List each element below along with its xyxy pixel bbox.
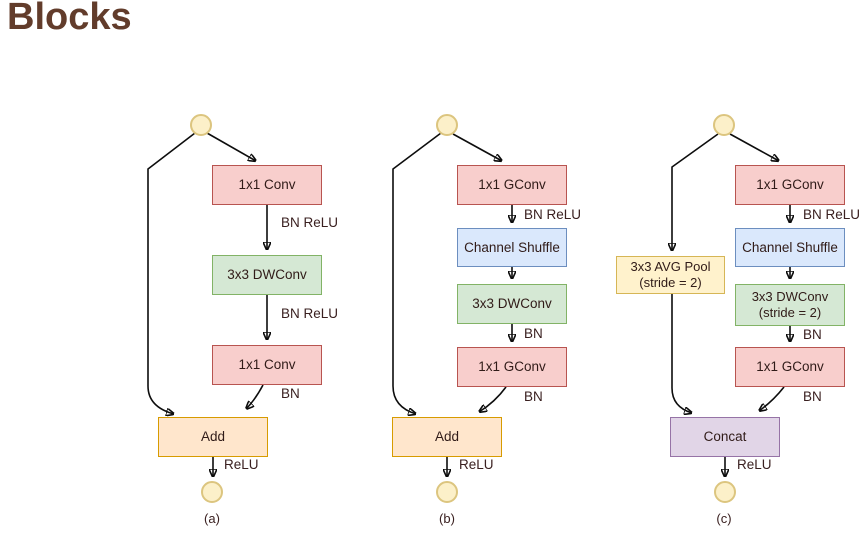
edge-c-gconv2-to-concat: [759, 386, 785, 411]
gconv1x1-box-b2: 1x1 GConv: [457, 347, 567, 387]
caption-a: (a): [204, 511, 220, 526]
gconv1x1-box-b1: 1x1 GConv: [457, 165, 567, 205]
bn-label-b2: BN: [524, 389, 543, 404]
input-node-a: [190, 114, 212, 136]
caption-c: (c): [716, 511, 732, 526]
conv1x1-box-a2: 1x1 Conv: [212, 345, 322, 385]
bn-relu-label-a2: BN ReLU: [281, 306, 339, 321]
conv1x1-box-a1: 1x1 Conv: [212, 165, 322, 205]
caption-b: (b): [439, 511, 455, 526]
edge-b-gconv2-to-add: [479, 386, 507, 412]
input-node-b: [436, 114, 458, 136]
bn-relu-label-a1: BN ReLU: [281, 215, 339, 230]
bn-label-b1: BN: [524, 326, 543, 341]
bn-relu-label-b: BN ReLU: [524, 207, 582, 222]
edge-a-conv2-to-add: [246, 384, 264, 409]
bn-label-c2: BN: [803, 389, 822, 404]
dwconv-box-c: 3x3 DWConv (stride = 2): [735, 284, 845, 326]
edge-c-avgpool-to-concat: [671, 294, 692, 413]
bn-relu-label-c: BN ReLU: [803, 207, 861, 222]
relu-label-c: ReLU: [737, 457, 772, 472]
avg-pool-line1: 3x3 AVG Pool: [630, 259, 711, 274]
output-node-c: [714, 481, 736, 503]
edge-c-input-to-avgpool: [672, 133, 719, 251]
edge-b-input-to-gconv1: [452, 133, 502, 161]
page-title: Blocks: [7, 0, 132, 38]
edge-c-input-to-gconv1: [729, 133, 779, 161]
gconv1x1-box-c1: 1x1 GConv: [735, 165, 845, 205]
channel-shuffle-box-b: Channel Shuffle: [457, 228, 567, 267]
dwconv-box-a: 3x3 DWConv: [212, 255, 322, 295]
output-node-b: [436, 481, 458, 503]
avg-pool-line2: (stride = 2): [639, 275, 702, 290]
relu-label-a: ReLU: [224, 457, 259, 472]
edge-a-input-to-conv1: [206, 132, 256, 161]
add-box-a: Add: [158, 417, 268, 457]
input-node-c: [713, 114, 735, 136]
gconv1x1-box-c2: 1x1 GConv: [735, 347, 845, 387]
avg-pool-box-c: 3x3 AVG Pool (stride = 2): [616, 256, 725, 294]
dwconv-line2: (stride = 2): [758, 305, 822, 320]
relu-label-b: ReLU: [459, 457, 494, 472]
edge-a-shortcut: [147, 132, 196, 414]
bn-label-c1: BN: [803, 327, 822, 342]
output-node-a: [201, 481, 223, 503]
dwconv-box-b: 3x3 DWConv: [457, 284, 567, 324]
edge-b-shortcut: [392, 132, 442, 414]
bn-label-a: BN: [281, 386, 300, 401]
add-box-b: Add: [392, 417, 502, 457]
channel-shuffle-box-c: Channel Shuffle: [735, 228, 845, 267]
dwconv-line1: 3x3 DWConv: [751, 289, 829, 304]
concat-box-c: Concat: [670, 417, 780, 457]
